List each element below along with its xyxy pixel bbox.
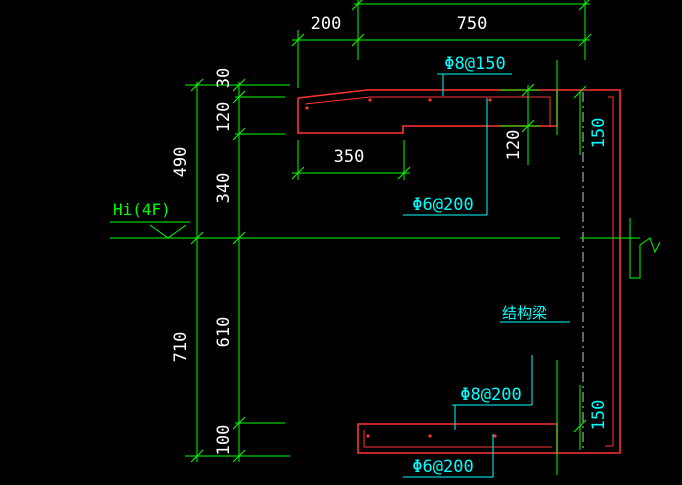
rebar-leaders (403, 73, 570, 478)
dim-top-right: 750 (457, 14, 488, 34)
bottom-rebar (363, 430, 552, 448)
rebar-label-top-main: Φ8@150 (444, 54, 505, 74)
rebar-label-bottom-dist: Φ6@200 (412, 457, 473, 477)
wall-rebar (605, 96, 614, 447)
dim-left-part-610: 610 (214, 317, 234, 348)
dim-step-width: 350 (334, 147, 365, 167)
dim-slab-thickness: 120 (504, 130, 524, 161)
dimension-lines (110, 0, 661, 475)
dim-left-part-120: 120 (214, 102, 234, 133)
dim-wall-upper: 150 (589, 118, 609, 149)
level-mark: Hi(4F) (113, 200, 171, 219)
beam-label: 结构梁 (502, 304, 547, 322)
dim-left-part-100: 100 (214, 425, 234, 456)
top-slab-outline (297, 89, 558, 134)
dim-wall-lower: 150 (589, 400, 609, 431)
rebar-label-bottom-main: Φ8@200 (460, 385, 521, 405)
dim-left-part-340: 340 (214, 173, 234, 204)
rebar-dots (305, 98, 497, 438)
dim-left-overall-lower: 710 (171, 332, 191, 363)
bottom-slab-outline (357, 423, 558, 454)
dim-top-left: 200 (311, 14, 342, 34)
top-rebar (304, 96, 551, 127)
dim-left-part-30: 30 (214, 68, 234, 88)
concrete-outline (297, 89, 621, 454)
wall-outline (557, 89, 621, 454)
rebar-label-top-dist: Φ6@200 (412, 195, 473, 215)
dim-left-overall-upper: 490 (171, 147, 191, 178)
